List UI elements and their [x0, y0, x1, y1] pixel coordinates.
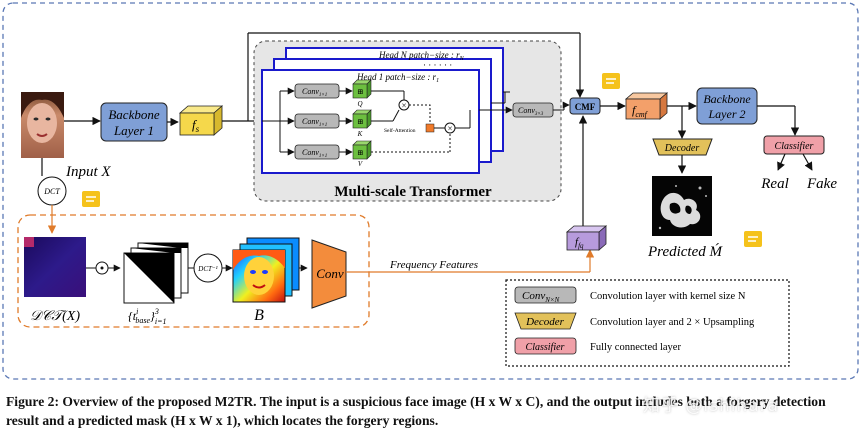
softmax-block — [425, 123, 435, 133]
dct-operator-label: DCT — [43, 187, 60, 196]
legend-decoder-key: Decoder — [525, 316, 565, 328]
backbone2-line2: Layer 2 — [708, 107, 746, 121]
svg-text:Head 1 patch−size : r1: Head 1 patch−size : r1 — [356, 72, 439, 84]
frequency-branch-frame — [17, 214, 370, 328]
watermark: 知乎 @ishihara — [643, 396, 780, 416]
svg-text:Conv1×1: Conv1×1 — [302, 87, 327, 98]
figure-caption: Figure 2: Overview of the proposed M2TR.… — [6, 394, 826, 428]
dct-spectrum-image — [24, 237, 86, 297]
comment-icon-dct[interactable] — [82, 191, 100, 207]
head-1-label: Head 1 patch−size : r — [356, 72, 437, 82]
svg-text:Conv1×1: Conv1×1 — [302, 117, 327, 128]
backbone2-line1: Backbone — [703, 92, 751, 106]
ffq-sub: fq — [578, 242, 584, 250]
fcmf-sub: cmf — [635, 110, 648, 119]
classifier-block — [763, 135, 825, 155]
decoder-block — [652, 138, 713, 156]
legend-classifier-text: Fully connected layer — [590, 342, 681, 353]
legend-conv-text: Convolution layer with kernel size N — [590, 291, 746, 302]
q-feature-cube: ⊞ — [352, 79, 372, 99]
conv-block — [311, 239, 347, 309]
legend-item-classifier: Classifier Fully connected layer — [514, 337, 681, 355]
svg-text:fcmf: fcmf — [632, 103, 649, 119]
decoder-label: Decoder — [664, 143, 700, 154]
real-label: Real — [760, 176, 789, 192]
conv-1x1-k: Conv1×1 — [294, 113, 340, 129]
fs-base: f — [192, 117, 198, 132]
inverse-dct-label: DCT⁻¹ — [197, 265, 217, 273]
svg-text:⊞: ⊞ — [357, 118, 363, 126]
v-label: V — [358, 160, 363, 168]
base-range-sup: 3 — [154, 307, 159, 316]
base-sub: base — [135, 316, 150, 325]
k-label: K — [357, 130, 363, 138]
backbone1-line1: Backbone — [108, 107, 159, 122]
q-label: Q — [357, 100, 362, 108]
comment-icon-cmf[interactable] — [602, 73, 620, 89]
conv-1x1-q: Conv1×1 — [294, 83, 340, 99]
legend-item-decoder: Decoder Convolution layer and 2 × Upsamp… — [514, 312, 755, 330]
frequency-features-label: Frequency Features — [389, 259, 478, 271]
svg-text:ConvN×N: ConvN×N — [522, 290, 560, 304]
ffq-base: f — [575, 236, 580, 248]
svg-text:×: × — [447, 124, 452, 134]
legend-item-conv: ConvN×N Convolution layer with kernel si… — [514, 286, 746, 304]
predicted-label: Predicted Ḿ — [647, 243, 724, 260]
self-attention-label: Self-Attention — [384, 127, 416, 134]
input-face-image — [21, 92, 64, 158]
base-sup: i — [136, 307, 138, 316]
transformer-title: Multi-scale Transformer — [334, 184, 492, 200]
fake-label: Fake — [806, 176, 837, 192]
svg-text:fs: fs — [192, 117, 200, 134]
base-tail: } — [150, 309, 155, 323]
base-range-sub: i=1 — [155, 317, 167, 326]
svg-text:⊞: ⊞ — [357, 149, 363, 157]
conv-1x1-v: Conv1×1 — [294, 144, 340, 160]
fs-sub: s — [196, 124, 200, 134]
figure-border — [2, 2, 859, 380]
b-label: B — [254, 307, 264, 324]
head-n-sub: N — [459, 56, 465, 62]
predicted-mask-image — [652, 176, 712, 236]
svg-text:Head N patch−size : rN: Head N patch−size : rN — [378, 50, 465, 62]
dct-x-label: 𝒟𝒞𝒯(X) — [30, 309, 80, 324]
base-label: {t — [128, 309, 137, 323]
head-dots: · · · · · · — [423, 60, 452, 70]
legend-classifier-key: Classifier — [526, 342, 565, 353]
svg-text:⊞: ⊞ — [357, 88, 363, 96]
base-filters-stack — [123, 242, 189, 304]
svg-text:ffq: ffq — [575, 236, 584, 250]
ffq-feature-box — [565, 225, 608, 251]
legend-conv-key: Conv — [522, 290, 545, 302]
svg-text:Conv1×1: Conv1×1 — [302, 148, 327, 159]
legend-decoder-text: Convolution layer and 2 × Upsampling — [590, 317, 755, 328]
svg-text:×: × — [401, 101, 406, 111]
head-n-label: Head N patch−size : r — [378, 50, 460, 60]
svg-text:Conv3×3: Conv3×3 — [518, 106, 544, 117]
legend-conv-key-sub: N×N — [544, 296, 559, 304]
v-feature-cube: ⊞ — [352, 140, 372, 160]
k-feature-cube: ⊞ — [352, 109, 372, 129]
conv-3x3: Conv3×3 — [512, 102, 554, 118]
fcmf-feature-box — [624, 92, 669, 120]
input-label: Input X — [65, 164, 111, 180]
conv-block-label: Conv — [316, 266, 344, 281]
classifier-label: Classifier — [775, 141, 814, 152]
cmf-label: CMF — [575, 102, 596, 112]
head-1-sub: 1 — [436, 78, 439, 84]
frequency-face-stack — [232, 237, 300, 303]
comment-icon-predicted[interactable] — [744, 231, 762, 247]
backbone1-line2: Layer 1 — [113, 123, 154, 138]
fcmf-base: f — [632, 103, 637, 117]
fs-feature-box — [178, 105, 224, 136]
